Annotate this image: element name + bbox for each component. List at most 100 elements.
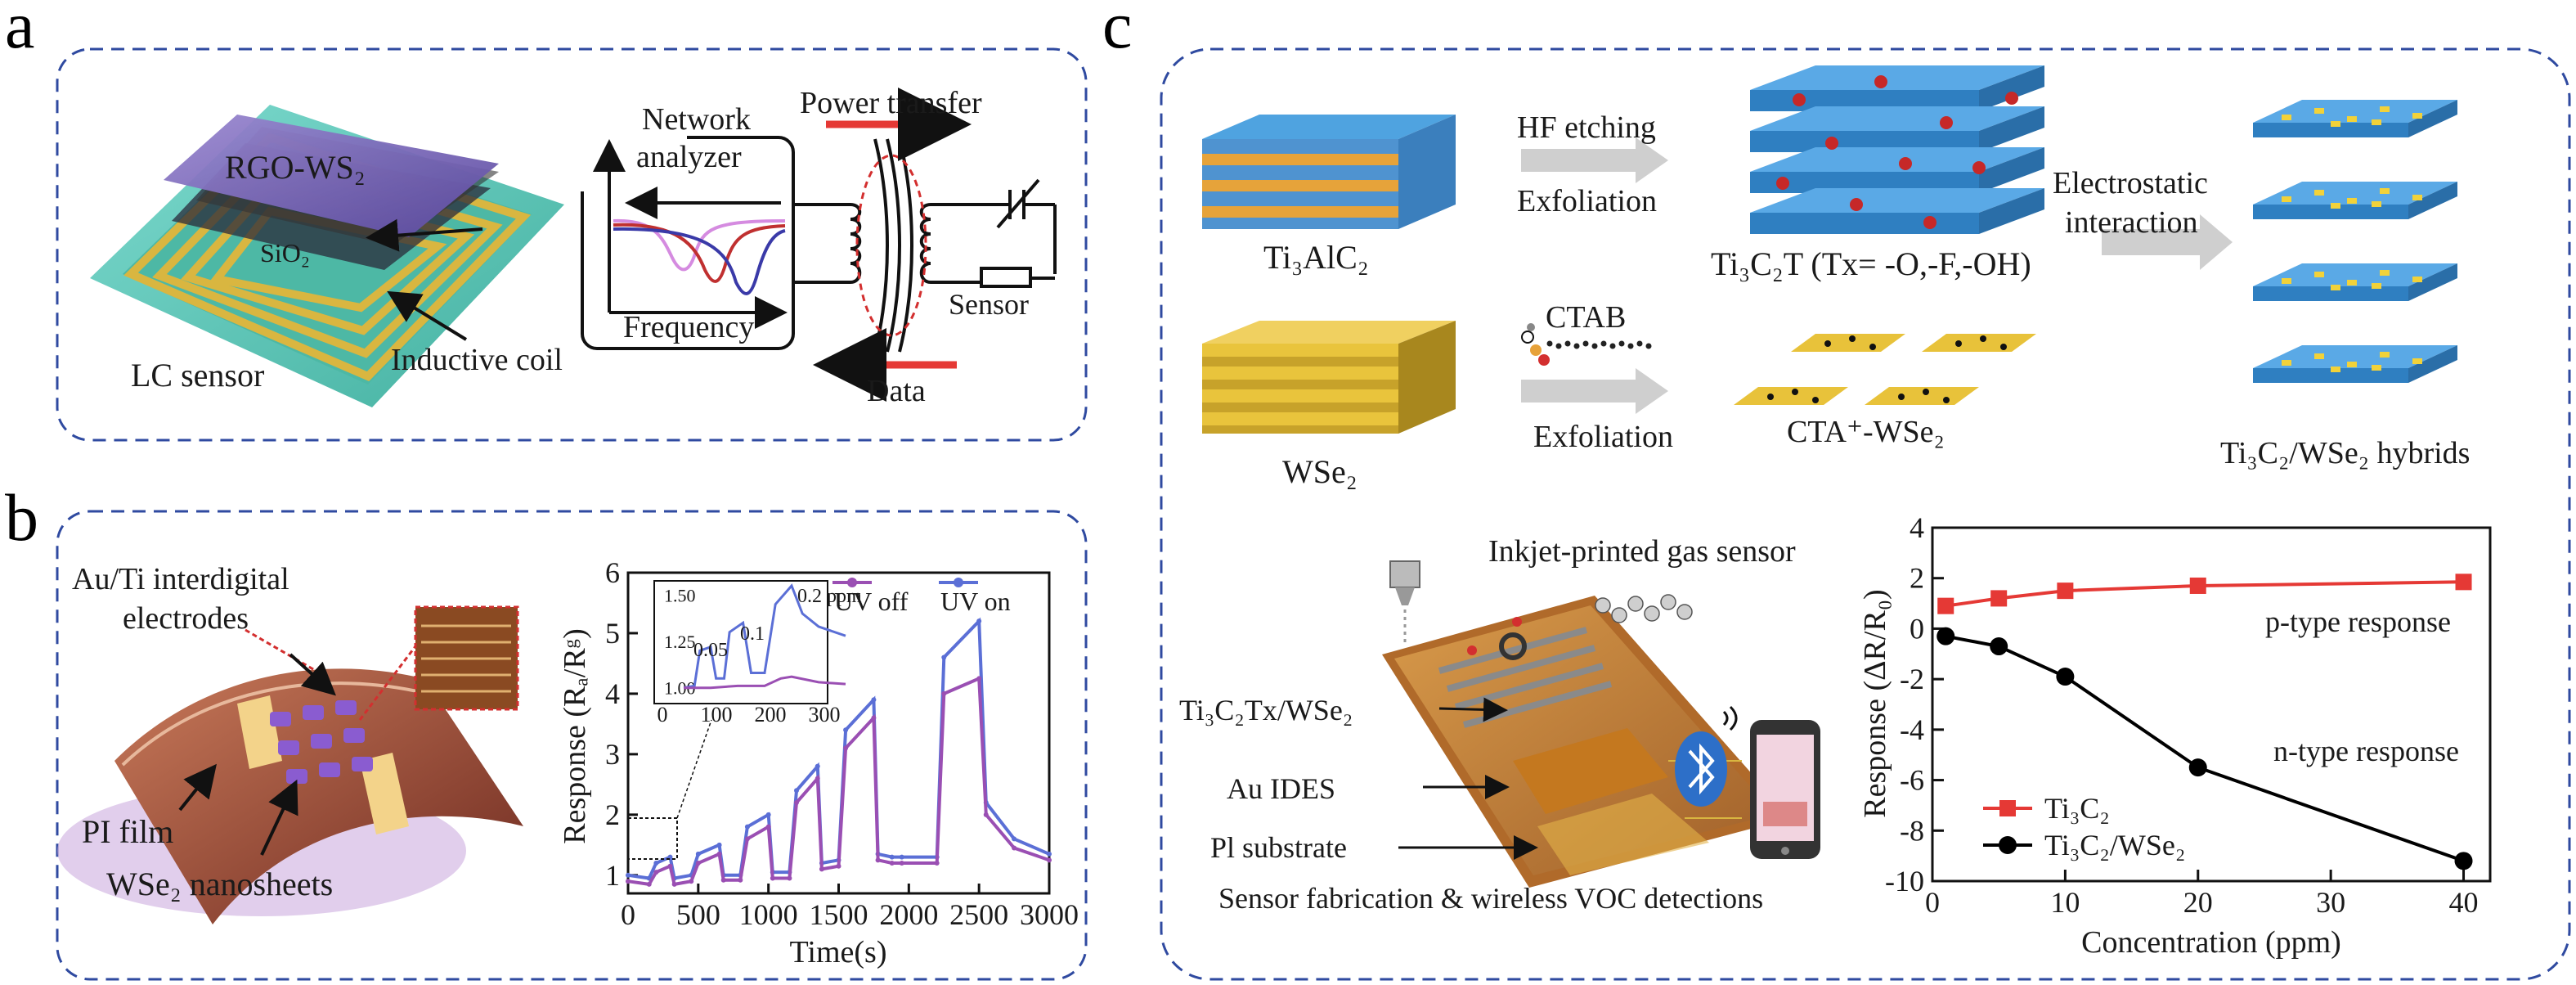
series-point	[1936, 627, 1955, 645]
y-tick-label: 4	[1910, 511, 1924, 544]
series-point	[653, 870, 659, 875]
x-tick-label: 40	[2449, 886, 2479, 919]
ti3c2t-label: Ti₃C₂T (Tx= -O,-F,-OH)	[1711, 245, 2031, 282]
lc-sensor-illustration	[90, 105, 564, 407]
series-point	[689, 879, 694, 884]
electrodes-label-line2: electrodes	[123, 601, 249, 636]
inset-series-line	[684, 675, 846, 690]
series-point	[738, 877, 743, 883]
ti3c2t-stack	[1750, 65, 2044, 234]
series-point	[667, 863, 673, 869]
panel-c: c Ti₃AlC₂ HF etching Exfoliation	[1102, 0, 2571, 981]
hybrid-sheets	[2253, 100, 2457, 383]
resonance-curve-3	[613, 227, 786, 295]
y-tick-label: 6	[605, 556, 620, 589]
y-tick-label: 5	[605, 617, 620, 650]
x-tick-label: 1500	[810, 898, 868, 931]
smartphone-icon	[1750, 720, 1820, 859]
legend-item: UV on	[939, 578, 1011, 616]
series-point	[695, 861, 701, 866]
x-tick-label: 2000	[879, 898, 938, 931]
y-tick-label: 1	[605, 859, 620, 892]
series-point	[941, 690, 947, 696]
power-transfer-label: Power transfer	[800, 86, 982, 120]
legend-item: UV off	[832, 578, 909, 616]
ti3alc2-stack	[1202, 115, 1456, 229]
series-point	[1937, 597, 1954, 614]
x-tick-label: 500	[676, 898, 720, 931]
y-tick-label: 4	[605, 677, 620, 710]
network-analyzer-label-line2: analyzer	[636, 140, 742, 174]
inkjet-sensor-label: Inkjet-printed gas sensor	[1488, 534, 1796, 569]
series-point	[720, 877, 726, 883]
inset-annotation: 0.1	[740, 623, 765, 645]
ti3alc2-label: Ti₃AlC₂	[1263, 239, 1369, 276]
exfoliation-label-2: Exfoliation	[1533, 420, 1673, 454]
series-point	[646, 881, 652, 887]
y-tick-label: 3	[605, 738, 620, 771]
inkjet-sensor-illustration	[1382, 560, 1791, 888]
exfoliation-label: Exfoliation	[1517, 184, 1657, 218]
x-tick-label: 30	[2316, 886, 2345, 919]
pi-substrate-label: Pl substrate	[1210, 831, 1347, 864]
legend-label: Ti₃C₂/WSe₂	[2044, 829, 2185, 861]
series-point	[2455, 573, 2472, 591]
y-tick-label: 0	[1910, 612, 1924, 645]
series-point	[716, 842, 722, 848]
frequency-label: Frequency	[623, 310, 754, 344]
pi-film-label: PI film	[82, 813, 173, 850]
hf-etching-label: HF etching	[1517, 110, 1656, 145]
series-point	[889, 854, 895, 860]
bluetooth-icon	[1675, 731, 1727, 807]
series-point	[976, 618, 982, 624]
series-point	[934, 861, 940, 866]
inset-x-tick-label: 200	[755, 703, 787, 726]
series-point	[983, 812, 989, 817]
p-type-annotation: p-type response	[2265, 605, 2451, 638]
inductive-coil-label: Inductive coil	[391, 343, 563, 377]
chart-b-ylabel: Response (Rₐ/Rᵍ)	[558, 628, 592, 844]
inset-y-tick-label: 1.50	[664, 585, 696, 605]
wifi-signal-icon	[1722, 705, 1738, 731]
inset-x-tick-label: 0	[657, 703, 668, 726]
x-tick-label: 1000	[739, 898, 798, 931]
series-point	[815, 763, 820, 769]
x-tick-label: 10	[2050, 886, 2080, 919]
series-point	[1047, 857, 1052, 863]
y-tick-label: -2	[1900, 663, 1924, 695]
y-tick-label: 2	[605, 798, 620, 831]
legend-label: UV on	[940, 587, 1011, 616]
ctab-label: CTAB	[1546, 300, 1626, 335]
electrostatic-label-line1: Electrostatic	[2053, 166, 2208, 200]
series-point	[2056, 668, 2075, 686]
chart-c-xlabel: Concentration (ppm)	[2081, 925, 2341, 960]
x-tick-label: 0	[1925, 886, 1940, 919]
series-point	[716, 851, 722, 857]
rgo-ws2-label: RGO-WS₂	[225, 149, 366, 186]
ctab-molecule	[1521, 323, 1652, 366]
inset-annotation: 0.2 ppm	[797, 586, 862, 607]
series-point	[653, 861, 659, 866]
panel-b: b Au/Ti interdigital	[5, 480, 1088, 981]
series-point	[2189, 577, 2206, 594]
series-point	[744, 824, 750, 830]
series-point	[671, 881, 677, 887]
wse2-stack-label: WSe₂	[1282, 453, 1358, 490]
series-point	[871, 715, 877, 721]
series-point	[794, 800, 799, 806]
fabrication-label: Sensor fabrication & wireless VOC detect…	[1218, 882, 1763, 915]
coupling-circuit	[793, 138, 1057, 353]
series-point	[626, 872, 631, 878]
x-tick-label: 3000	[1020, 898, 1079, 931]
ti3c2tx-wse2-label: Ti₃C₂Tx/WSe₂	[1179, 694, 1353, 726]
y-tick-label: -8	[1900, 814, 1924, 847]
series-point	[2454, 852, 2473, 870]
x-tick-label: 20	[2183, 886, 2213, 919]
series-point	[1990, 637, 2008, 656]
x-tick-label: 0	[621, 898, 635, 931]
series-point	[765, 824, 771, 830]
sensor-circuit-label: Sensor	[949, 288, 1029, 321]
series-point	[843, 745, 849, 751]
